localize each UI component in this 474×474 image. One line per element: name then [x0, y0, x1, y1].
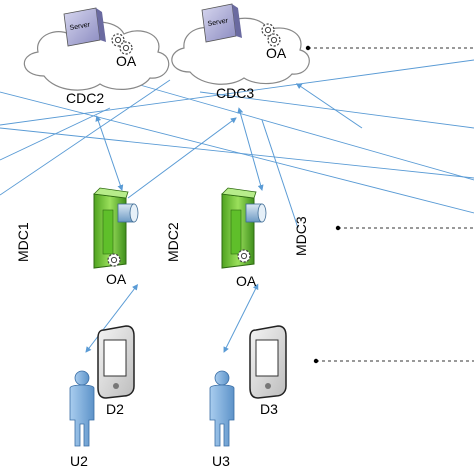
gear-icon [237, 249, 251, 263]
user-u3: U3 [209, 370, 235, 469]
cloud-shape [23, 21, 170, 91]
dashed-endpoint [335, 225, 341, 231]
cloud-cdc3: Server OA CDC3 [171, 3, 310, 101]
cdc3-label: CDC3 [216, 85, 254, 101]
mobile-node-mdc3: OA [221, 187, 267, 289]
mdc2-oa-label: OA [106, 271, 127, 287]
gear-icon [107, 253, 121, 267]
arrow-mdc3-cdc3 [261, 119, 299, 229]
link-line [0, 59, 474, 126]
link-line [0, 91, 474, 214]
arrow-cdc3-mdc [237, 107, 264, 191]
link-line [139, 84, 474, 181]
dashed-endpoint [313, 358, 319, 364]
user-u2: U2 [69, 370, 95, 469]
mdc3-oa-label: OA [236, 273, 257, 289]
mdc3-label: MDC3 [293, 216, 309, 256]
mobile-node-mdc2: OA [93, 187, 139, 287]
server-text: Server [207, 17, 229, 28]
server-icon: Server [201, 3, 242, 43]
dashed-endpoint [305, 45, 311, 51]
arrow-cdc2-mdc [95, 115, 124, 191]
cylinder-icon [117, 203, 139, 223]
bidirectional-arrows [85, 83, 363, 353]
link-line [0, 127, 474, 179]
gear-icon [261, 23, 275, 37]
cdc2-oa-label: OA [116, 53, 137, 69]
server-icon: Server [63, 7, 106, 47]
device-d3: D3 [249, 325, 287, 417]
mdc1-label: MDC1 [15, 222, 31, 262]
d3-label: D3 [260, 401, 278, 417]
arrow-mdc3-device [223, 283, 259, 353]
u2-label: U2 [70, 453, 88, 469]
person-icon [69, 370, 95, 447]
server-text: Server [69, 21, 91, 32]
phone-icon [97, 325, 135, 399]
person-icon [209, 370, 235, 447]
arrow-mdc2-device [85, 284, 139, 353]
mdc2-label: MDC2 [165, 222, 181, 262]
link-line [199, 91, 474, 129]
cdc2-label: CDC2 [66, 90, 104, 106]
cdc3-oa-label: OA [266, 45, 287, 61]
phone-icon [249, 325, 287, 399]
cylinder-icon [245, 203, 267, 223]
network-links [0, 59, 474, 214]
link-line [0, 79, 171, 196]
device-d2: D2 [97, 325, 135, 417]
cloud-cdc2: Server OA CDC2 [23, 7, 170, 106]
dashed-connectors [305, 45, 474, 364]
arrow-mdc3-cdc3-right [295, 83, 363, 129]
u3-label: U3 [212, 453, 230, 469]
d2-label: D2 [106, 401, 124, 417]
arrow-mdc2-cdc3 [127, 117, 237, 199]
